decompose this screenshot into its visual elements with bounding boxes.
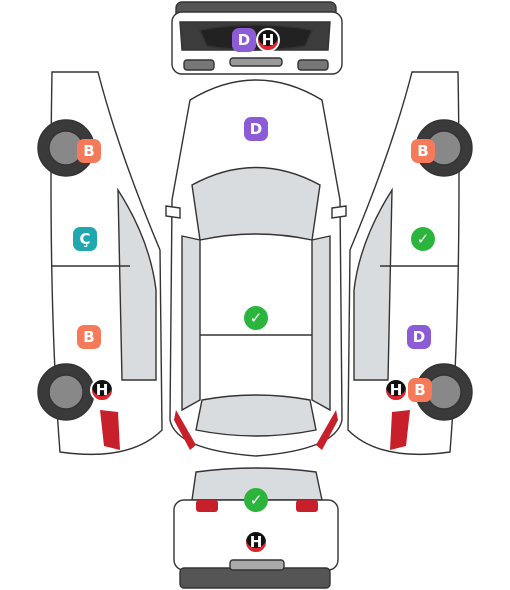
marker-left-front-door[interactable]: Ç (73, 227, 97, 251)
marker-left-rear-door[interactable]: B (77, 325, 101, 349)
marker-right-front-door[interactable]: ✓ (411, 227, 435, 251)
marker-left-rear-wheel[interactable]: H (90, 378, 114, 402)
rear-view (173, 467, 339, 589)
marker-right-front-wheel[interactable]: B (411, 139, 435, 163)
marker-rear-glass[interactable]: ✓ (244, 488, 268, 512)
marker-front-bumper-d[interactable]: D (232, 28, 256, 52)
marker-front-bumper-h[interactable]: H (256, 28, 280, 52)
top-view (165, 79, 347, 457)
left-side-view (37, 71, 163, 456)
marker-rear-bumper[interactable]: H (244, 530, 268, 554)
marker-roof[interactable]: ✓ (244, 306, 268, 330)
marker-right-rear-wheel-h[interactable]: H (384, 378, 408, 402)
marker-right-rear-door[interactable]: D (407, 325, 431, 349)
marker-right-rear-wheel-b[interactable]: B (408, 378, 432, 402)
marker-hood[interactable]: D (244, 117, 268, 141)
right-side-view (347, 71, 473, 456)
marker-left-front-wheel[interactable]: B (77, 139, 101, 163)
